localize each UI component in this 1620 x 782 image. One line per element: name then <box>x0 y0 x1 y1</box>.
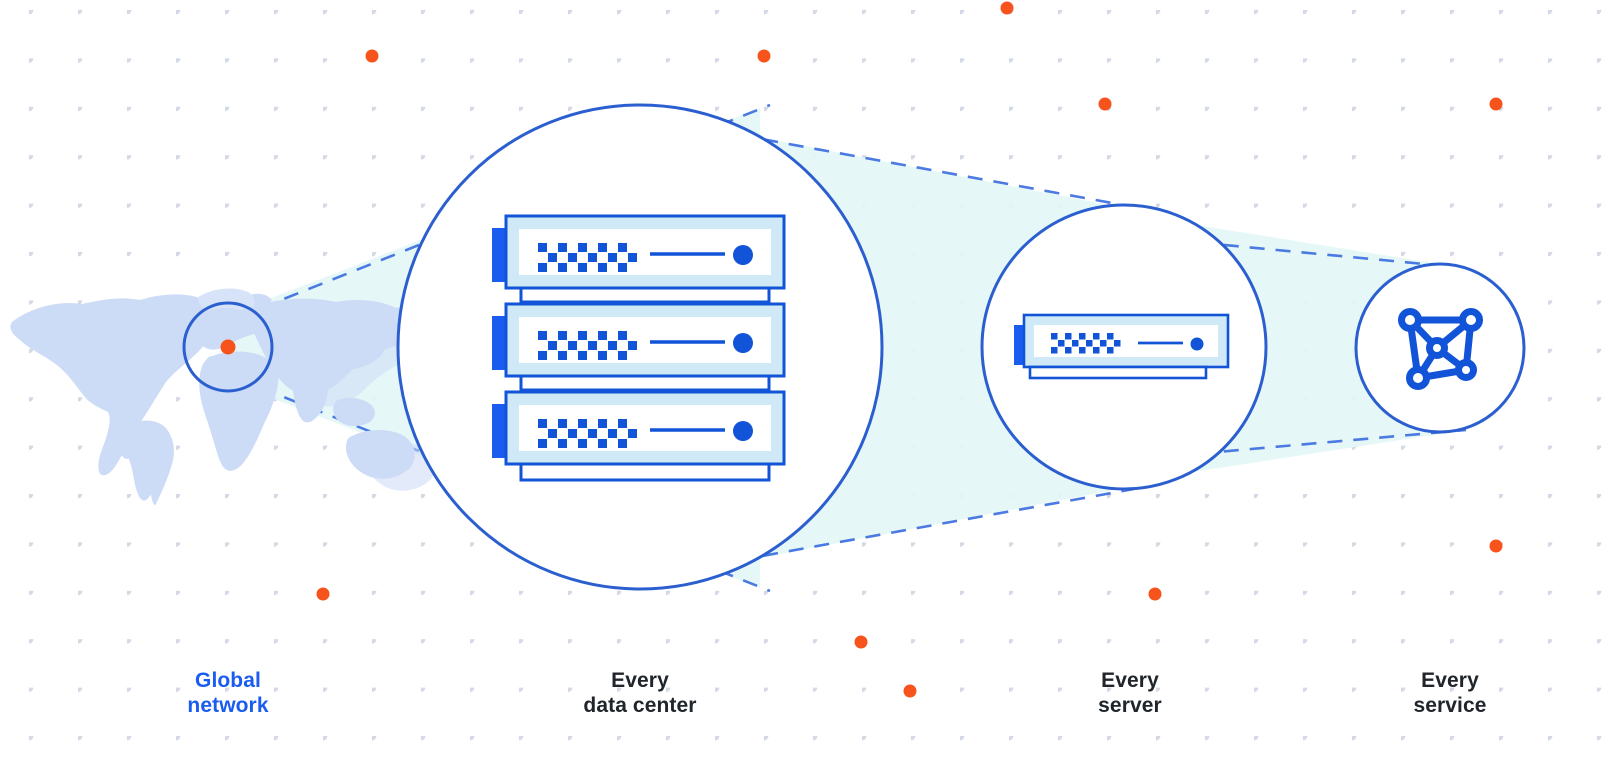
server-unit-1-status-dot <box>733 245 753 265</box>
server-unit-3 <box>492 390 786 482</box>
global-network-circle <box>182 301 274 393</box>
orange-dot <box>1489 539 1503 553</box>
server-unit-2-panel <box>519 317 771 363</box>
global-network-pin-marker <box>220 339 236 355</box>
server-unit-2-led-matrix <box>538 331 637 360</box>
node-bottom-right <box>1455 359 1477 381</box>
node-top-left <box>1398 308 1422 332</box>
orange-dot <box>1098 97 1112 111</box>
stage-label-data-center[interactable]: Every data center <box>583 669 697 717</box>
continent-south-america-2 <box>122 427 163 501</box>
world-map-icon <box>10 288 459 506</box>
node-graph-nodes <box>1398 308 1483 390</box>
orange-dot <box>854 635 868 649</box>
stage-label-service[interactable]: Every service <box>1413 669 1487 717</box>
orange-dot <box>316 587 330 601</box>
dash-dc-top <box>711 128 1135 209</box>
node-top-right <box>1459 308 1483 332</box>
server-unit-3-rail <box>519 462 771 482</box>
stage-server[interactable] <box>980 203 1268 491</box>
stage-global-network[interactable] <box>182 301 274 393</box>
server-rack-icon <box>492 214 786 482</box>
data-center-circle <box>396 103 884 591</box>
server-unit-1-panel <box>519 229 771 275</box>
continent-echo-australia <box>366 442 435 491</box>
stage-data-center[interactable] <box>396 103 884 591</box>
server-unit-1-rail <box>519 286 771 304</box>
single-server-rail <box>1028 365 1208 380</box>
continent-africa <box>199 351 279 471</box>
server-circle <box>980 203 1268 491</box>
single-server-icon <box>1014 313 1230 380</box>
server-unit-1 <box>492 214 786 304</box>
orange-dot <box>365 49 379 63</box>
dash-dc-bottom <box>711 487 1135 567</box>
single-server-status-dot <box>1190 337 1204 351</box>
stage-label-global-network[interactable]: Global network <box>187 669 269 717</box>
orange-grid-markers <box>316 1 1503 698</box>
server-unit-2-status-dot <box>733 333 753 353</box>
stage-label-server[interactable]: Every server <box>1098 669 1162 717</box>
dash-srv-bottom <box>1171 428 1467 458</box>
dash-srv-top <box>1171 238 1467 270</box>
server-unit-3-led-matrix <box>538 419 637 448</box>
orange-dot <box>757 49 771 63</box>
server-unit-3-panel <box>519 405 771 451</box>
node-graph-icon <box>1398 308 1483 390</box>
orange-dot <box>1489 97 1503 111</box>
node-bottom-left <box>1406 366 1430 390</box>
orange-dot <box>1148 587 1162 601</box>
orange-dot <box>903 684 917 698</box>
node-center <box>1426 337 1448 359</box>
single-server-led-matrix <box>1051 333 1121 354</box>
server-unit-1-led-matrix <box>538 243 637 272</box>
single-server-panel <box>1034 325 1218 357</box>
continent-southeast-asia <box>333 397 375 426</box>
stage-service[interactable] <box>1354 262 1526 434</box>
server-unit-2 <box>492 302 786 392</box>
orange-dot <box>1000 1 1014 15</box>
server-unit-2-rail <box>519 374 771 392</box>
server-unit-3-status-dot <box>733 421 753 441</box>
service-circle <box>1354 262 1526 434</box>
